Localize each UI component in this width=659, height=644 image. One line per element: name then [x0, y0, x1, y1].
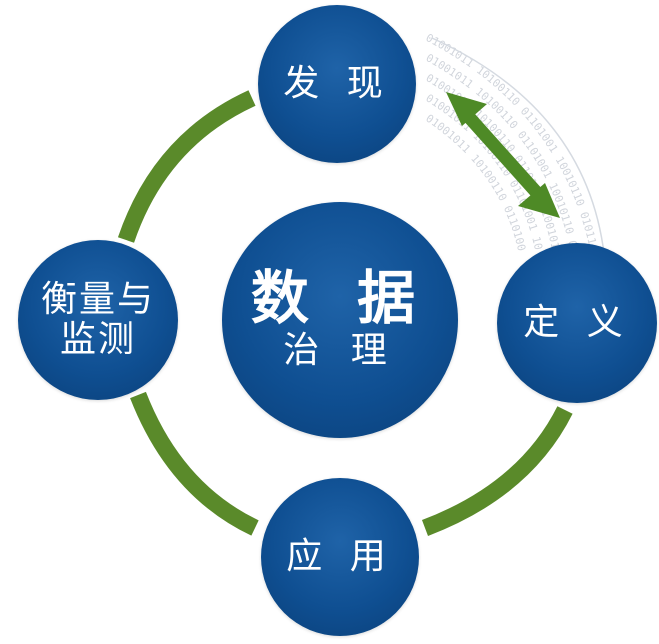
node-data-governance: 数 据 治 理	[222, 202, 458, 438]
node-discover-label: 发 现	[283, 63, 391, 105]
node-measure-monitor: 衡量与 监测	[18, 240, 178, 400]
node-define: 定 义	[497, 243, 657, 403]
node-discover: 发 现	[258, 5, 416, 163]
node-define-label: 定 义	[523, 302, 631, 344]
ring-segment-top-left	[117, 90, 256, 243]
double-arrow-icon	[446, 92, 560, 218]
center-subtitle: 治 理	[283, 329, 397, 371]
node-measure-monitor-line2: 监测	[59, 319, 136, 360]
svg-text:01001011 10100110 01101001 100: 01001011 10100110 01101001 10010110 0101…	[0, 0, 528, 252]
center-title: 数 据	[250, 263, 430, 332]
cycle-ring	[117, 90, 573, 536]
node-apply-label: 应 用	[286, 536, 394, 578]
binary-arc-outline	[431, 37, 606, 263]
ring-segment-bottom-right	[421, 406, 573, 536]
node-measure-monitor-line1: 衡量与	[40, 279, 155, 321]
node-apply: 应 用	[261, 478, 419, 636]
ring-segment-bottom-left	[130, 391, 259, 536]
